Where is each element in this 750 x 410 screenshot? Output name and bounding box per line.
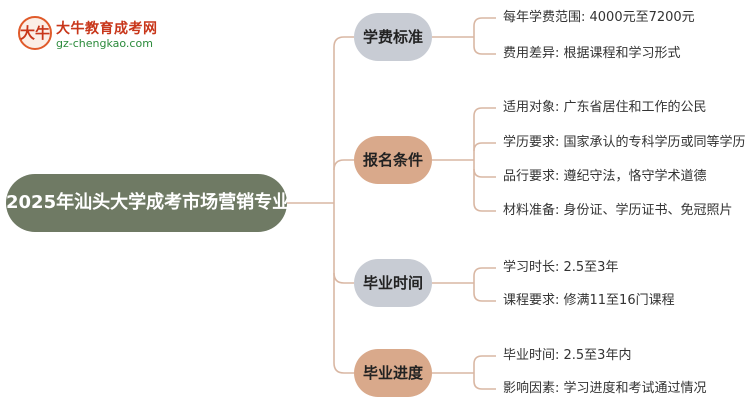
connector-leaf-2-0	[473, 267, 496, 277]
leaf-duration-courses: 课程要求: 修满11至16门课程	[503, 293, 675, 308]
logo-url: gz-chengkao.com	[56, 37, 153, 50]
leaf-tuition-diff: 费用差异: 根据课程和学习形式	[503, 46, 681, 61]
leaf-duration-length: 学习时长: 2.5至3年	[503, 260, 619, 275]
site-logo[interactable]: 大牛 大牛教育成考网 gz-chengkao.com	[14, 12, 174, 54]
leaf-tuition-range: 每年学费范围: 4000元至7200元	[503, 10, 695, 25]
logo-title: 大牛教育成考网	[56, 21, 158, 37]
connector-leaf-1-2	[473, 168, 496, 178]
connector-leaf-3-0	[473, 355, 496, 365]
connector-leaf-1-0	[473, 107, 496, 117]
leaf-admission-target: 适用对象: 广东省居住和工作的公民	[503, 100, 707, 115]
connector-branch-3	[333, 362, 354, 374]
leaf-admission-education: 学历要求: 国家承认的专科学历或同等学历	[503, 135, 746, 150]
connector-branch-0	[333, 36, 354, 48]
branch-admission: 报名条件	[354, 136, 432, 184]
branch-progress: 毕业进度	[354, 349, 432, 397]
connector-leaf-3-1	[473, 380, 496, 390]
leaf-admission-materials: 材料准备: 身份证、学历证书、免冠照片	[503, 203, 733, 218]
leaf-progress-time: 毕业时间: 2.5至3年内	[503, 348, 632, 363]
branch-duration: 毕业时间	[354, 259, 432, 307]
leaf-admission-conduct: 品行要求: 遵纪守法，恪守学术道德	[503, 169, 707, 184]
connector-leaf-2-1	[473, 292, 496, 302]
logo-icon: 大牛	[18, 16, 52, 50]
connector-leaf-1-1	[473, 142, 496, 152]
branch-tuition: 学费标准	[354, 13, 432, 61]
connector-branch-1	[333, 159, 354, 171]
root-topic: 2025年汕头大学成考市场营销专业	[6, 174, 290, 232]
connector-leaf-0-1	[473, 45, 496, 55]
connector-leaf-1-3	[473, 202, 496, 212]
leaf-progress-factors: 影响因素: 学习进度和考试通过情况	[503, 381, 707, 396]
connector-branch-2	[333, 272, 354, 284]
connector-leaf-0-0	[473, 17, 496, 27]
